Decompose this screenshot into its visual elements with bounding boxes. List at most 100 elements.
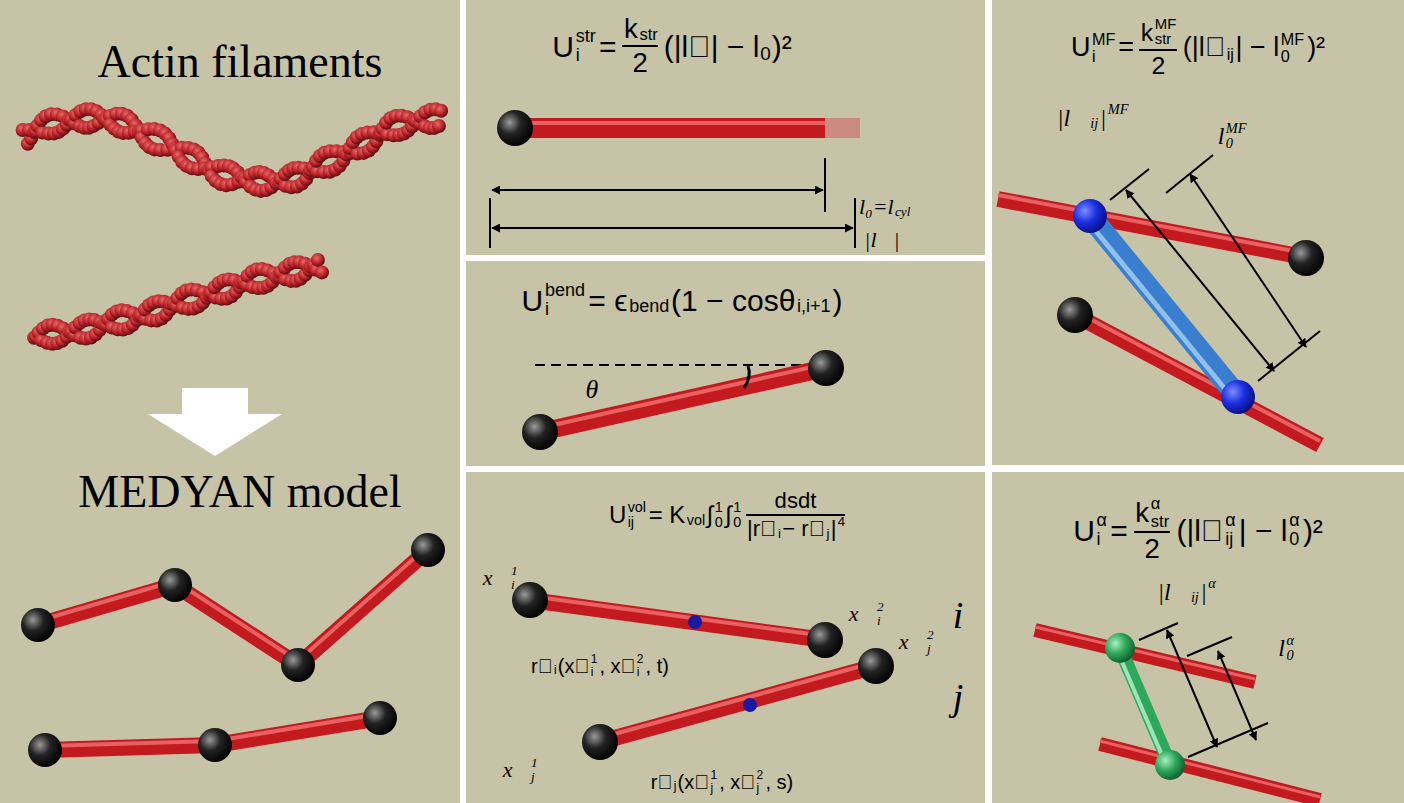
formula-index: 2 (757, 769, 764, 782)
formula-text: U (1069, 33, 1092, 63)
formula-text: l (1216, 123, 1226, 149)
denominator: 2 (631, 48, 650, 78)
fraction-bar (1139, 49, 1177, 51)
formula-index: α (1151, 495, 1161, 512)
fraction: kMFstr2 (1139, 17, 1177, 80)
index-stack: volij (628, 500, 646, 530)
formula-index: i (545, 300, 549, 319)
actin-bead (434, 104, 448, 118)
formula-index: j (710, 782, 713, 795)
equation-label: lα0 (1277, 633, 1295, 663)
formula-text: i (950, 595, 965, 637)
formula-index: ij (628, 515, 634, 530)
formula-index: 1 (710, 769, 717, 782)
formula-text: x⃗ (897, 630, 927, 654)
formula-index: ij (1090, 116, 1098, 132)
formula-index: MF (1226, 121, 1247, 136)
equation-label: Ubendi= ϵbend(1 − cosθi,i+1) (520, 281, 844, 319)
numerator: kαstr (1134, 495, 1171, 530)
index-stack: 2j (927, 628, 934, 656)
formula-index: MF (1108, 102, 1129, 118)
formula-text: , s) (764, 771, 794, 793)
formula-text: MEDYAN model (76, 467, 405, 518)
actin-bead (311, 253, 325, 267)
formula-text: | (829, 517, 837, 541)
formula-index: 1 (715, 500, 723, 515)
formula-text: | − l (1234, 33, 1281, 63)
formula-index: str (576, 27, 596, 46)
formula-text: = K (647, 502, 687, 528)
index-stack: αstr (1151, 495, 1169, 530)
formula-index: 4 (838, 515, 845, 530)
formula-text: 2 (1150, 52, 1167, 79)
equation-label: Uαi=kαstr2(|l⃗αij| − lα0)² (1071, 495, 1324, 564)
index-stack: 2i (637, 653, 644, 678)
formula-text: − r⃗ (781, 517, 827, 541)
formula-index: α (1286, 633, 1294, 648)
equation-label: Uvolij= Kvol∫10∫10dsdt|r⃗i− r⃗j|4 (607, 489, 848, 542)
equation-label: x⃗1i (481, 564, 518, 592)
formula-text: (|l⃗ (1175, 514, 1226, 547)
formula-text: | − l (1237, 514, 1289, 547)
formula-index: str (1155, 32, 1172, 48)
index-stack: 1i (591, 653, 598, 678)
formula-index: 1 (531, 756, 538, 770)
formula-index: i (511, 578, 515, 592)
equation-label: l₀=lcyl (858, 195, 911, 219)
fraction: dsdt|r⃗i− r⃗j|4 (746, 489, 846, 542)
formula-text: , x⃗ (598, 655, 637, 677)
formula-index: 0 (733, 515, 741, 530)
formula-text: = ϵ (587, 284, 630, 317)
formula-text: l (1277, 635, 1287, 661)
index-stack: αij (1225, 511, 1235, 549)
figure-panel: UMFi=kMFstr2(|l⃗ij| − lMF0)²|l⃗ij|MFlMF0 (992, 0, 1404, 465)
formula-index: MF (1092, 31, 1115, 48)
formula-text: |r⃗ (746, 517, 778, 541)
denominator: |r⃗i− r⃗j|4 (746, 517, 846, 541)
actin-bead (315, 265, 329, 279)
formula-text: |l⃗ (1156, 579, 1191, 605)
formula-index: 1 (511, 564, 518, 578)
index-stack: MF0 (1226, 121, 1247, 151)
formula-text: ∫ (724, 502, 733, 528)
equation-label: UMFi=kMFstr2(|l⃗ij| − lMF0)² (1069, 17, 1326, 80)
formula-text: = (1108, 514, 1129, 547)
equation-label: r⃗j(x⃗1j, x⃗2j, s) (650, 769, 795, 794)
formula-index: str (1151, 513, 1169, 530)
formula-index: 1 (733, 500, 741, 515)
formula-index: i (576, 46, 580, 65)
formula-index: j (674, 780, 677, 793)
formula-index: 0 (715, 515, 723, 530)
formula-text: (x⃗ (676, 771, 710, 793)
formula-index: str (639, 26, 657, 44)
formula-text: k (622, 14, 639, 44)
formula-text: = (1117, 33, 1136, 63)
index-stack: 1i (511, 564, 518, 592)
panel-heading: Actin filaments (95, 37, 385, 88)
formula-index: 0 (1286, 648, 1293, 663)
figure-panel: Actin filamentsMEDYAN model (0, 0, 460, 803)
equation-label: Ustri=kstr2(|l⃗| − l₀)² (550, 14, 793, 79)
equation-label: r⃗i(x⃗1i, x⃗2i, t) (530, 653, 670, 678)
formula-text: 2 (631, 48, 650, 78)
equation-label: j (950, 677, 965, 719)
fraction-bar (1134, 531, 1171, 533)
formula-text: | (1199, 579, 1208, 605)
formula-index: i (591, 666, 594, 679)
formula-text: | (1098, 105, 1107, 131)
index-stack: αi (1097, 511, 1107, 549)
formula-index: ij (1227, 46, 1234, 64)
formula-index: 2 (637, 653, 644, 666)
equation-label: θ (584, 376, 600, 405)
formula-index: 0 (1289, 530, 1299, 549)
index-stack: 2j (757, 769, 764, 794)
formula-index: 0 (1281, 48, 1290, 65)
panel-heading: MEDYAN model (76, 467, 405, 518)
formula-index: i (1097, 530, 1101, 549)
index-stack: 10 (715, 500, 723, 530)
formula-text: |l⃗| (863, 228, 901, 252)
formula-index: i (877, 614, 881, 628)
equation-label: x⃗2i (847, 600, 884, 628)
formula-text: = (597, 30, 618, 63)
